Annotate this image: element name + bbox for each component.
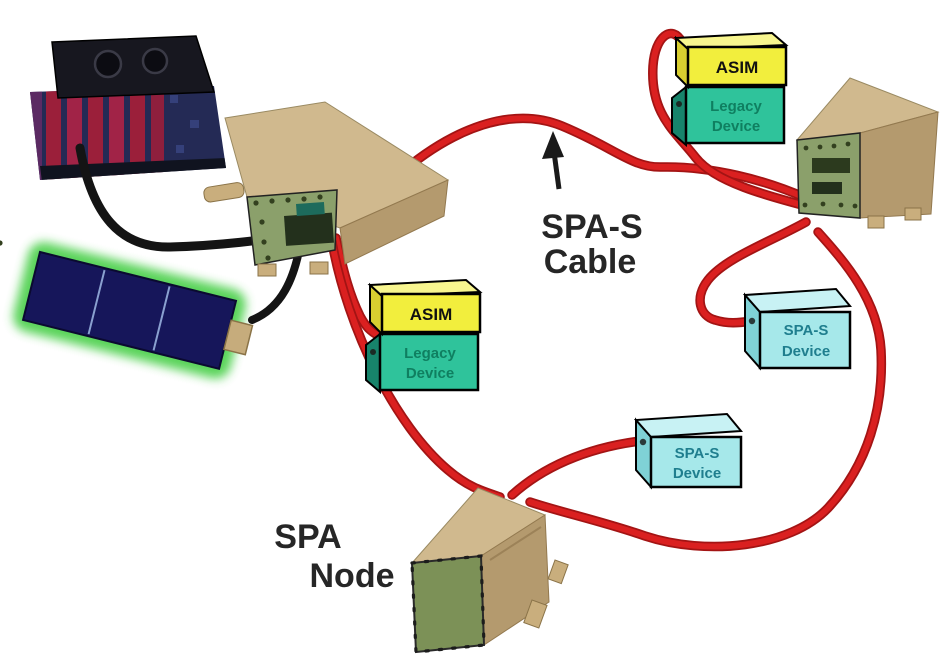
spa-s-cable-under [507, 436, 645, 500]
spa-s-cable-annotation: SPA-S Cable [541, 131, 643, 281]
spas-device-top [742, 287, 853, 314]
spa-s-cable-asim-middle [333, 235, 382, 339]
spas-device-label-line2: Device [673, 465, 721, 482]
spa-node-bottom [410, 487, 569, 654]
spa-s-cable-spas-lower [509, 438, 643, 498]
node-pcb-face [410, 554, 486, 654]
spa-node-top-right [795, 77, 940, 229]
spas-device-label-line1: SPA-S [675, 445, 720, 462]
spa-node-label-line1: SPA [274, 518, 341, 556]
instrument-aperture [93, 49, 123, 79]
spa-s-cable-main [345, 115, 809, 231]
spas-device-port [639, 438, 647, 446]
legacy-device-side [365, 331, 381, 395]
legacy-device-label-line2: Device [406, 365, 454, 382]
spas-device-front [649, 435, 743, 489]
legacy-device-front [378, 332, 480, 392]
asim-legacy-device-top-right: Legacy Device ASIM [671, 31, 789, 148]
node-foot [309, 261, 329, 275]
instrument-aperture [141, 47, 169, 75]
spa-s-cable-spas-right [697, 219, 809, 326]
legacy-device-label-line2: Device [712, 118, 760, 135]
asim-label: ASIM [716, 58, 759, 77]
spas-device-label-line2: Device [782, 343, 830, 360]
asim-box-front [380, 292, 482, 334]
spa-s-cable-label-line1: SPA-S [541, 208, 642, 246]
asim-box-front [686, 45, 788, 87]
instrument-payload [30, 35, 226, 180]
legacy-device-side [671, 84, 687, 148]
legacy-device-front [684, 85, 786, 145]
node-foot [523, 599, 548, 629]
node-port-teal [296, 202, 325, 216]
node-foot [257, 263, 277, 277]
spa-s-cable-label-line2: Cable [544, 243, 637, 281]
node-pcb-dotted-border [410, 554, 486, 654]
node-foot [547, 559, 569, 585]
node-foot [867, 215, 885, 229]
node-side-seam [489, 526, 542, 561]
node-pcb-face [796, 132, 861, 219]
node-port-block [812, 182, 842, 194]
node-port-block [284, 212, 334, 246]
spa-s-cable-right-loop [527, 229, 885, 550]
spa-node-left [0, 101, 450, 277]
legacy-device-port [370, 349, 376, 355]
node-port-block [812, 158, 850, 173]
spas-device-front [758, 310, 852, 370]
asim-label: ASIM [410, 305, 453, 324]
instrument-lid [51, 35, 216, 99]
spa-s-device-lower: SPA-S Device [633, 412, 744, 490]
node-pcb-dots [802, 141, 858, 209]
up-arrow-icon [542, 131, 564, 159]
node-pcb-dots [0, 194, 323, 261]
solar-cell-divider [152, 286, 171, 351]
spa-node-annotation: SPA Node [274, 518, 394, 595]
spa-s-device-right: SPA-S Device [742, 287, 853, 371]
legacy-device-label-line1: Legacy [710, 98, 762, 115]
spas-device-port [748, 317, 756, 325]
solar-cell-divider [87, 269, 106, 335]
solar-panel [13, 242, 254, 379]
legacy-device-port [676, 101, 682, 107]
spa-s-cable-left-vertical [329, 239, 503, 500]
node-side-face [339, 179, 449, 265]
up-arrow-shaft [551, 151, 562, 190]
spas-device-label-line1: SPA-S [784, 322, 829, 339]
node-foot [904, 207, 922, 221]
spa-node-label-line2: Node [310, 557, 395, 595]
asim-legacy-device-middle: Legacy Device ASIM [365, 278, 483, 395]
spas-device-top [633, 412, 744, 439]
solar-panel-connector [222, 319, 254, 356]
node-connector-stub [203, 182, 245, 203]
legacy-device-label-line1: Legacy [404, 345, 456, 362]
